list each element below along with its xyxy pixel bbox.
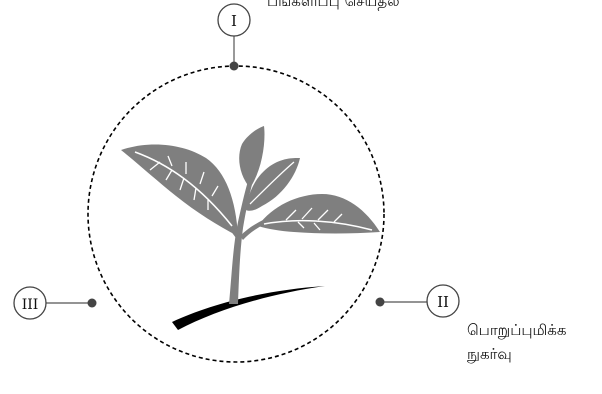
marker-right-label: II [437, 293, 449, 311]
label-right-line1: பொறுப்புமிக்க [467, 319, 567, 341]
label-top: பங்களிப்பு செய்தல் [267, 0, 400, 12]
connector-right [376, 298, 428, 307]
plant-seedling-icon [121, 126, 380, 330]
connector-top [230, 36, 239, 71]
marker-left: III [14, 287, 46, 319]
marker-top-label: I [231, 12, 237, 30]
connector-left [46, 299, 97, 308]
marker-top: I [218, 4, 250, 36]
ground-shape [172, 286, 325, 330]
label-right-line2: நுகர்வு [467, 343, 512, 365]
marker-right: II [427, 285, 459, 317]
leaf-left [121, 144, 238, 236]
marker-left-label: III [22, 297, 39, 313]
